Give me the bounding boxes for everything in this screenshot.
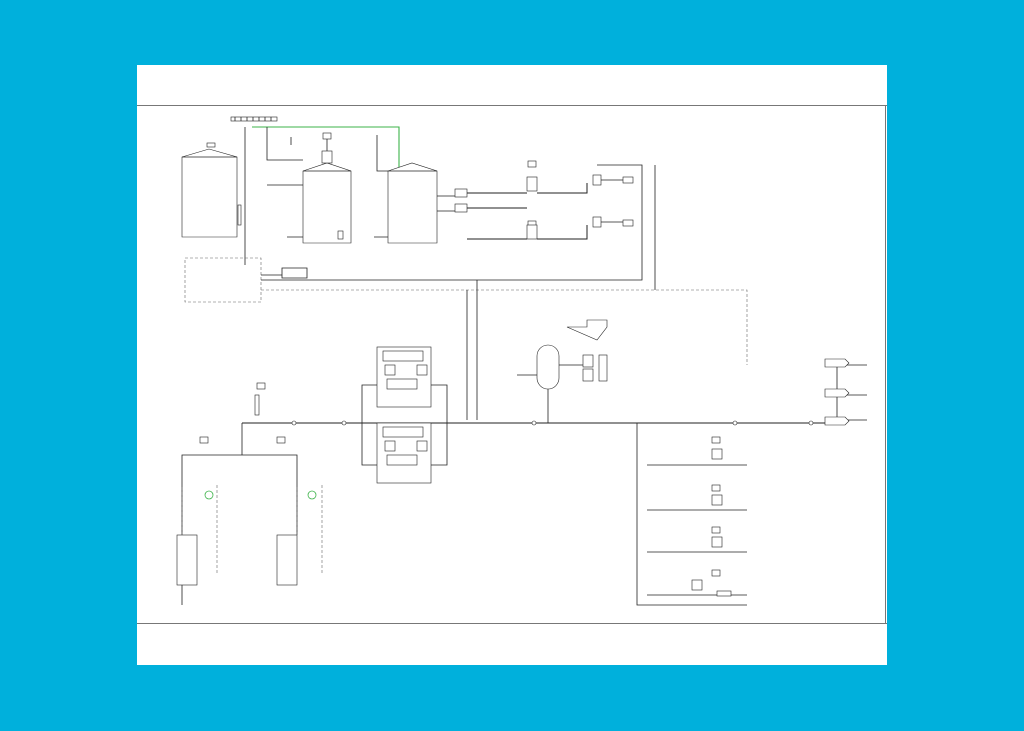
storage-tank-large [181, 142, 242, 238]
control-panel-dashed [184, 257, 262, 303]
filter-skid-2 [376, 422, 432, 484]
distribution-branches [636, 423, 747, 606]
title-block-divider [137, 105, 887, 106]
pressure-vessel [517, 319, 608, 423]
drawing-border-right [885, 105, 886, 624]
mixing-tank-1 [302, 132, 352, 244]
pump-train-upper [454, 160, 634, 240]
header-valves [291, 420, 814, 426]
filter-skid-1 [376, 346, 432, 408]
process-flow-diagram [176, 116, 867, 606]
terminal-strip [230, 116, 278, 122]
green-supply-line [252, 126, 400, 169]
dosing-branch-left [176, 382, 323, 605]
mixing-tank-2 [387, 162, 438, 244]
footer-divider [137, 623, 887, 624]
drawing-sheet [137, 65, 887, 665]
outlet-arrows [824, 358, 850, 426]
